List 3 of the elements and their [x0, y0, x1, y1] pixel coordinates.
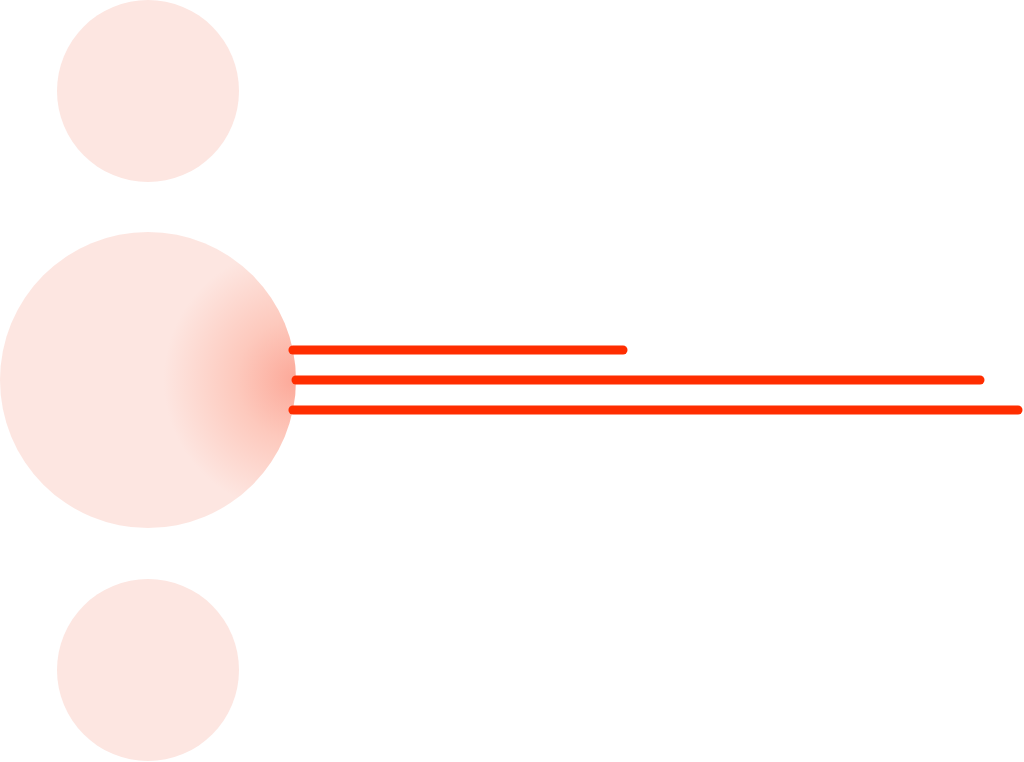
- line: [288, 345, 628, 355]
- line: [288, 405, 1023, 415]
- line: [291, 375, 985, 385]
